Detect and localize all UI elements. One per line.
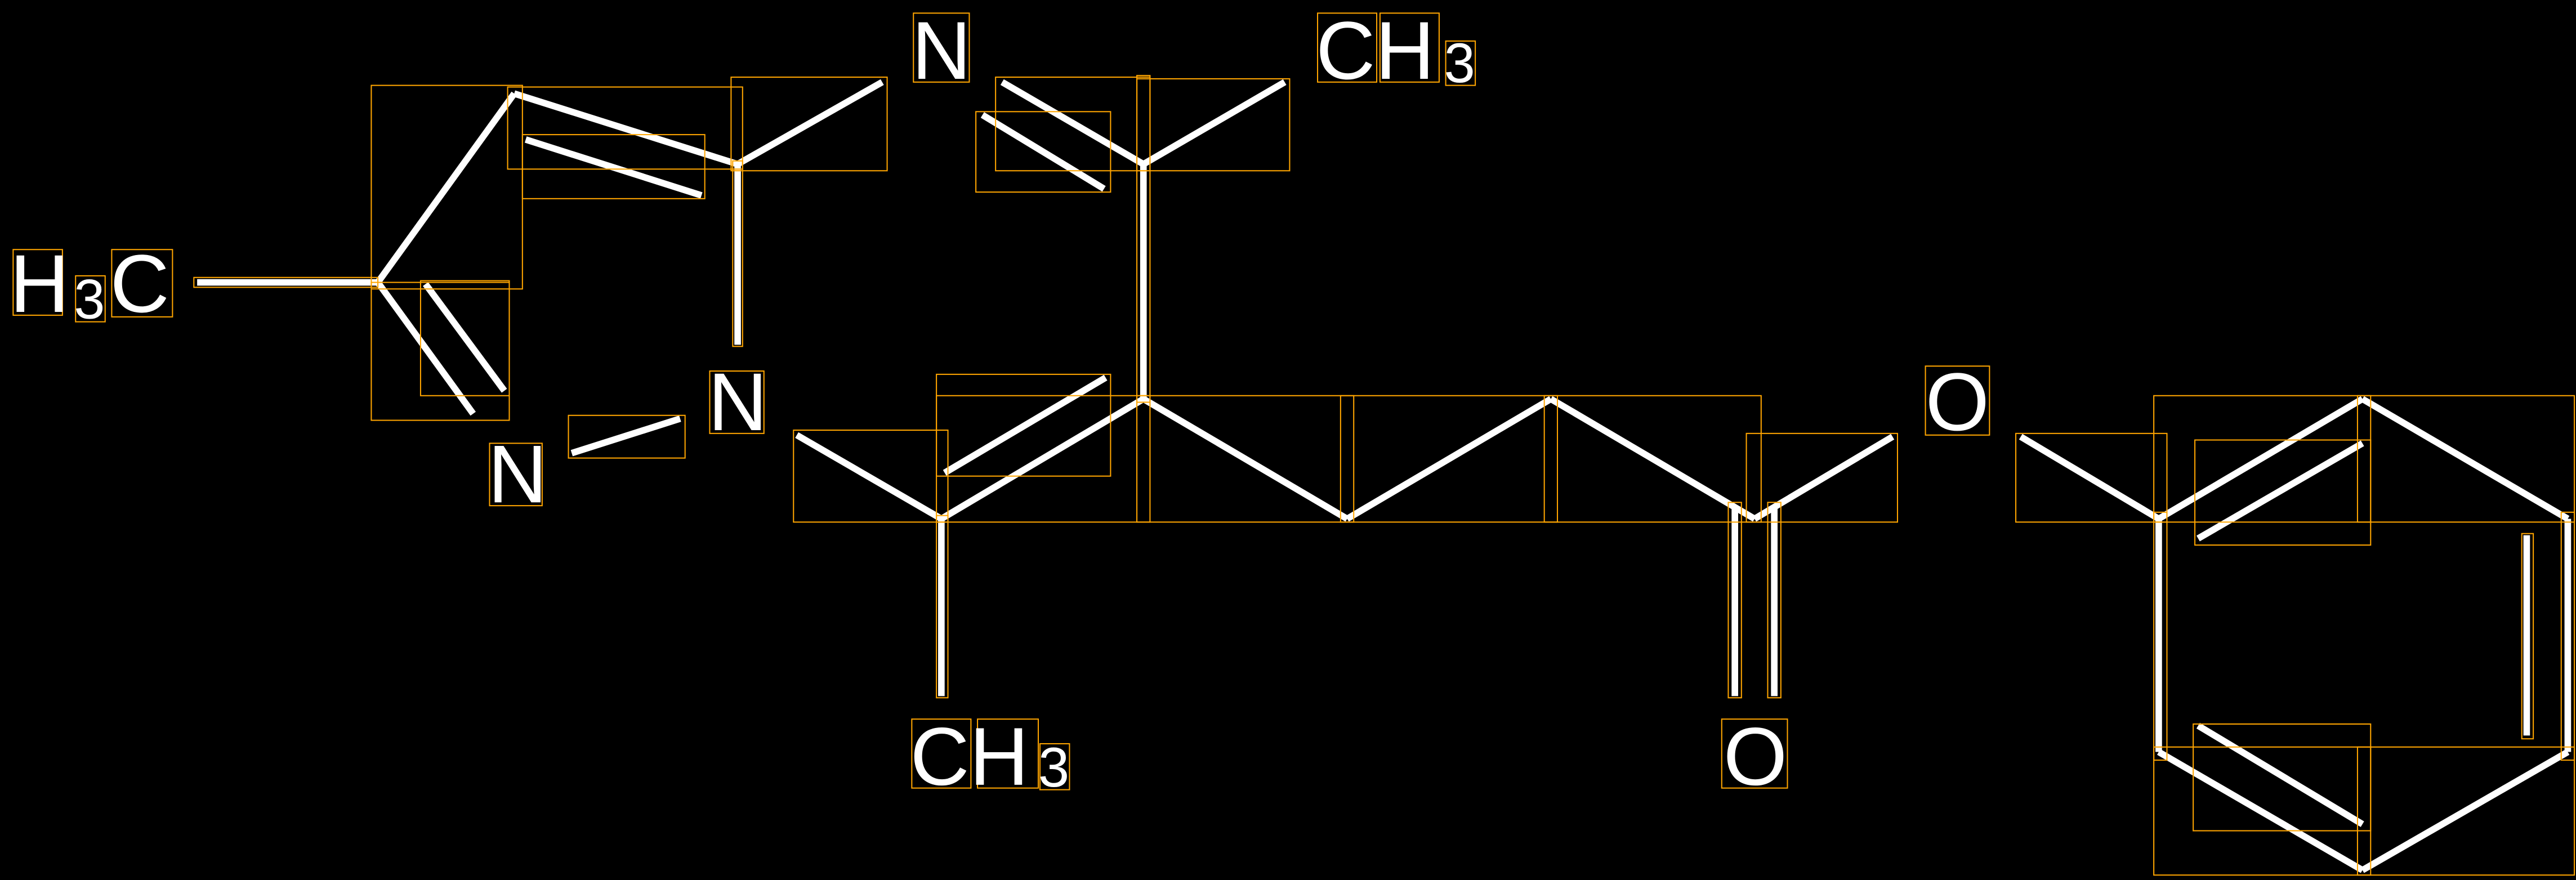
bounding-box [1445,40,1476,86]
bounding-box [507,86,743,170]
bounding-box [1316,12,1378,83]
bond [2019,434,2160,522]
bounding-box [2193,723,2372,832]
atom-label-c: C [110,238,169,329]
bounding-box [732,160,743,347]
bounding-box [2560,511,2575,761]
bond [980,112,1106,192]
bond [422,282,507,393]
bond [1345,396,1553,522]
atom-label-o-carbonyl: O [1724,711,1787,802]
bounding-box [975,111,1111,193]
atom-label-n-top: N [912,5,971,96]
atom-label-subscript: 3 [74,269,105,331]
bounding-box [913,12,970,83]
bonds [197,79,2571,873]
bounding-box [2356,746,2575,876]
bounding-box [977,718,1039,789]
bounding-box [2194,439,2372,546]
bond [1753,434,1895,522]
bond [1141,396,1349,522]
bounding-box [489,443,543,507]
bounding-box [2015,432,2168,523]
bounding-box [1340,395,1559,523]
bond [736,79,884,167]
bounding-box [1767,502,1782,699]
bounding-box [1136,395,1355,523]
bounding-box [2356,395,2575,523]
bounding-box [75,275,106,323]
bounding-box [936,515,949,699]
atom-label-subscript: 3 [1038,736,1069,799]
atom-label-n-left: N [488,428,547,520]
bounding-box [1721,718,1788,789]
bounding-box [1745,432,1898,523]
bond [2196,722,2364,827]
bond [1141,79,1287,167]
bond [1000,79,1145,167]
bounding-box [730,77,888,172]
atom-label-o-ester: O [1926,356,1989,448]
bounding-box [111,249,173,318]
bounding-box [1039,743,1070,790]
bond [943,374,1108,476]
bond [2360,396,2570,522]
bounding-box [1136,75,1151,403]
bond [939,396,1145,522]
bounding-box [1543,395,1762,523]
bond [524,136,703,199]
atom-label-h: H [10,238,69,329]
bounding-box [419,280,510,396]
bounding-box [2521,533,2534,740]
bond [1549,396,1757,522]
bond [795,432,943,522]
bounding-box [936,395,1151,523]
atom-labels: H 3 C N CH 3 N N CH 3 O O [10,5,1990,802]
bond [570,416,681,457]
bond [513,90,739,168]
bond [2196,440,2364,542]
bounding-box [521,134,706,199]
bounding-box [709,370,765,434]
bounding-box [568,414,686,459]
bounding-boxes [12,12,2575,876]
bond [2157,749,2364,873]
bounding-box [911,718,972,789]
bond [375,280,476,416]
atom-label-ch-bottom: CH [910,711,1029,802]
bounding-box [1925,365,1990,436]
bond [2157,396,2364,522]
bounding-box [1727,502,1742,699]
bond [2360,749,2570,873]
bounding-box [12,249,63,316]
bond [375,91,517,284]
atom-label-subscript: 3 [1444,32,1475,95]
bounding-box [1379,12,1440,83]
atom-label-ch-top: CH [1316,5,1435,96]
bounding-box [2153,511,2168,761]
atom-label-n-mid: N [708,356,767,448]
